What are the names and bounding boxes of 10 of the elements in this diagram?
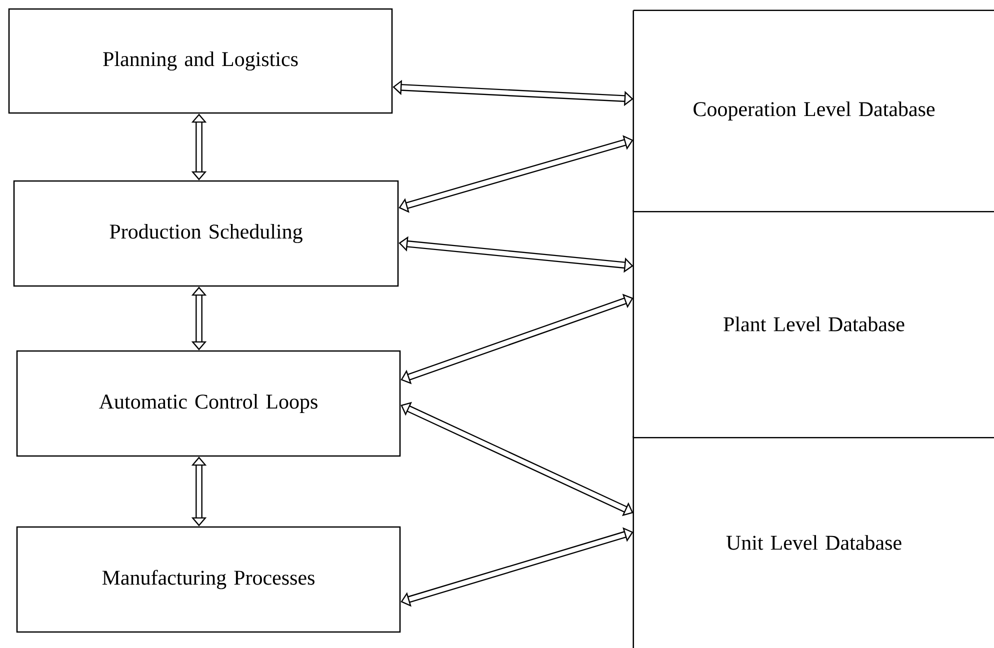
process-box: Planning and Logistics xyxy=(8,8,393,114)
double-arrow xyxy=(398,135,634,213)
database-section: Plant Level Database xyxy=(632,210,994,438)
database-section: Unit Level Database xyxy=(632,436,902,648)
process-box: Automatic Control Loops xyxy=(16,350,401,457)
process-box: Manufacturing Processes xyxy=(16,526,401,633)
double-arrow xyxy=(400,294,634,384)
database-section: Cooperation Level Database xyxy=(632,10,994,212)
process-box: Production Scheduling xyxy=(13,180,399,287)
double-arrow xyxy=(400,527,634,607)
